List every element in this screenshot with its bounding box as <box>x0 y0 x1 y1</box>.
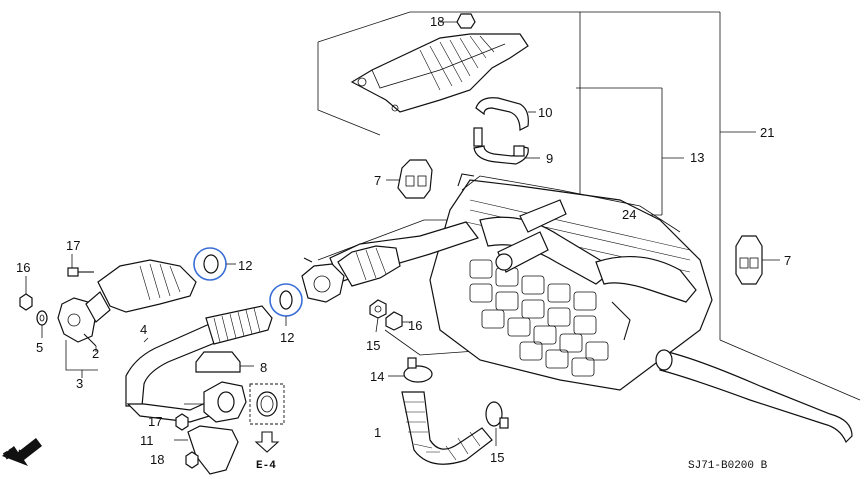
exhaust-pipe-4 <box>125 305 273 423</box>
gasket-reference <box>249 383 285 453</box>
clamp-11 <box>475 97 536 131</box>
nut-15-b <box>385 311 410 331</box>
hose-1 <box>401 391 493 465</box>
gasket-12-left <box>193 247 236 281</box>
intermediate-pipe <box>301 221 479 303</box>
label-14-upper: 14 <box>370 369 384 384</box>
hanger-rubber-7-upper <box>386 159 433 199</box>
bolt-18 <box>67 254 94 277</box>
label-15-right: 16 <box>408 318 422 333</box>
heat-shield-upper <box>350 33 529 113</box>
catalytic-converter <box>57 259 197 343</box>
label-11: 10 <box>538 105 552 120</box>
bracket-3 <box>65 340 98 371</box>
label-15-lower: 15 <box>366 338 380 353</box>
clamp-10 <box>473 127 540 165</box>
label-13: 13 <box>690 150 704 165</box>
label-5: 5 <box>36 340 43 355</box>
nut-17-top <box>440 13 476 29</box>
label-18: 17 <box>66 238 80 253</box>
label-12-left: 12 <box>238 258 252 273</box>
label-14-lower: 15 <box>490 450 504 465</box>
label-17-top: 18 <box>430 14 444 29</box>
label-17-lower: 18 <box>150 452 164 467</box>
hanger-rubber-7-right <box>735 235 780 285</box>
reference-label: E-4 <box>256 460 276 472</box>
diagram-code: SJ71-B0200 B <box>688 460 768 472</box>
label-24: 24 <box>622 207 636 222</box>
bracket-21-outline <box>317 11 581 261</box>
label-2: 2 <box>92 346 99 361</box>
bracket-9 <box>174 425 239 475</box>
washer-5 <box>36 310 48 338</box>
label-16-lower: 17 <box>148 414 162 429</box>
muffler-grid <box>469 259 609 377</box>
label-7-right: 7 <box>784 253 791 268</box>
label-4: 4 <box>140 322 147 337</box>
label-16-left: 16 <box>16 260 30 275</box>
nut-17-lower <box>185 451 199 469</box>
label-7-upper: 7 <box>374 173 381 188</box>
muffler-assembly <box>429 173 853 444</box>
label-3: 3 <box>76 376 83 391</box>
nut-15-a <box>369 299 387 333</box>
gasket-12-right <box>269 283 303 326</box>
leader-21-bottom <box>719 339 861 401</box>
nut-16-left <box>19 276 33 311</box>
label-1: 1 <box>374 425 381 440</box>
label-9: 11 <box>140 433 154 448</box>
flange-pipe <box>184 381 247 423</box>
nut-16-lower <box>175 413 189 431</box>
label-8: 8 <box>260 360 267 375</box>
clamp-14-upper <box>388 357 433 383</box>
label-10: 9 <box>546 151 553 166</box>
bracket-8 <box>195 351 254 373</box>
stud-2 <box>83 333 97 352</box>
label-21: 21 <box>760 125 774 140</box>
bracket-21-left <box>317 42 381 136</box>
label-12-right: 12 <box>280 330 294 345</box>
front-direction-arrow <box>2 438 42 466</box>
clamp-14-lower <box>485 401 509 446</box>
